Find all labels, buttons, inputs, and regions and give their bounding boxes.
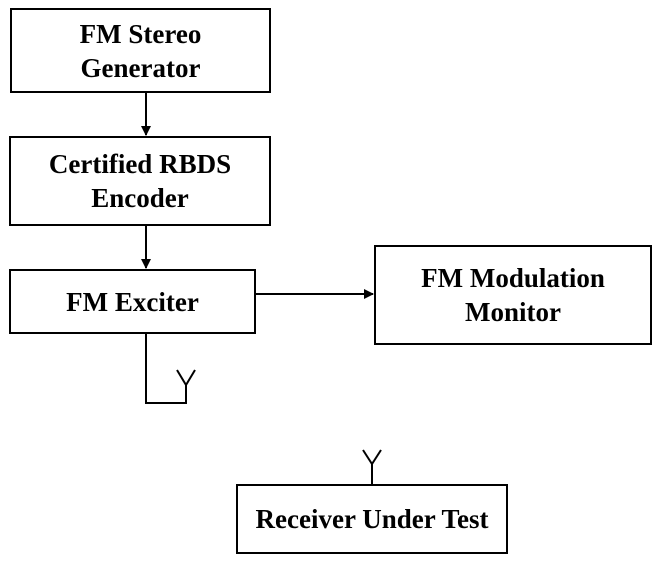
rbds-encoder-block: Certified RBDS Encoder: [9, 136, 271, 226]
exciter-antenna-icon: [176, 369, 196, 386]
receiver-antenna-icon: [362, 449, 382, 484]
fm-modulation-monitor-block: FM Modulation Monitor: [374, 245, 652, 345]
fm-exciter-block: FM Exciter: [9, 269, 256, 334]
fm-stereo-generator-label: FM Stereo Generator: [79, 18, 202, 83]
exciter-antenna-feed: [145, 334, 187, 404]
receiver-under-test-label: Receiver Under Test: [255, 504, 489, 534]
fm-stereo-generator-block: FM Stereo Generator: [10, 8, 271, 93]
rbds-encoder-label: Certified RBDS Encoder: [48, 149, 232, 213]
fm-modulation-monitor-label: FM Modulation Monitor: [421, 263, 605, 327]
fm-exciter-label: FM Exciter: [66, 286, 199, 317]
receiver-under-test-block: Receiver Under Test: [236, 484, 508, 554]
